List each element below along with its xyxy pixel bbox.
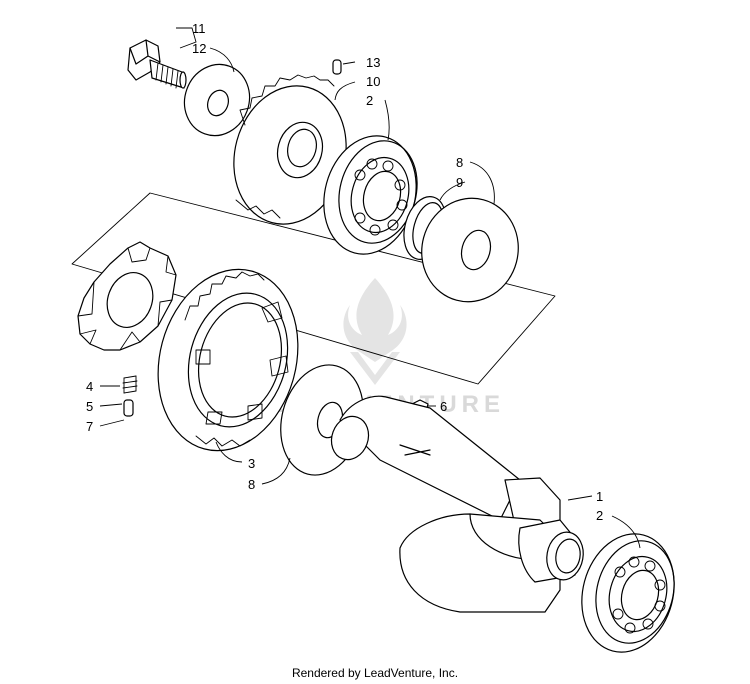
callout-labels: 11 12 13 10 2 8 9 4 5 7 3 8 6 1 2: [86, 21, 603, 523]
part-11-bolt: [127, 39, 187, 89]
callout-5: 5: [86, 399, 93, 414]
part-7-pin: [123, 399, 134, 417]
part-13-pin: [332, 59, 342, 75]
callout-3: 3: [248, 456, 255, 471]
callout-7: 7: [86, 419, 93, 434]
callout-9: 9: [456, 175, 463, 190]
callout-4: 4: [86, 379, 93, 394]
part-5-spring: [122, 375, 138, 394]
callout-13: 13: [366, 55, 380, 70]
callout-12: 12: [192, 41, 206, 56]
leader-lines: [99, 27, 641, 549]
watermark-flame-logo: [343, 278, 407, 385]
callout-2-upper: 2: [366, 93, 373, 108]
part-4-clutch-plate: [77, 241, 177, 351]
assembly-plane-outline: [71, 192, 556, 385]
callout-10: 10: [366, 74, 380, 89]
callout-8-lower: 8: [248, 477, 255, 492]
footer-credit: Rendered by LeadVenture, Inc.: [291, 666, 459, 680]
part-2-bearing-lower: [581, 533, 675, 653]
callout-8-upper: 8: [456, 155, 463, 170]
callout-11: 11: [192, 21, 206, 36]
part-3-gear: [157, 268, 299, 452]
callout-2-lower: 2: [596, 508, 603, 523]
callout-1: 1: [596, 489, 603, 504]
part-1-crankshaft: [330, 395, 584, 613]
part-12-washer: [183, 63, 251, 137]
part-8-washer-upper: [421, 197, 519, 303]
callout-6: 6: [440, 399, 447, 414]
